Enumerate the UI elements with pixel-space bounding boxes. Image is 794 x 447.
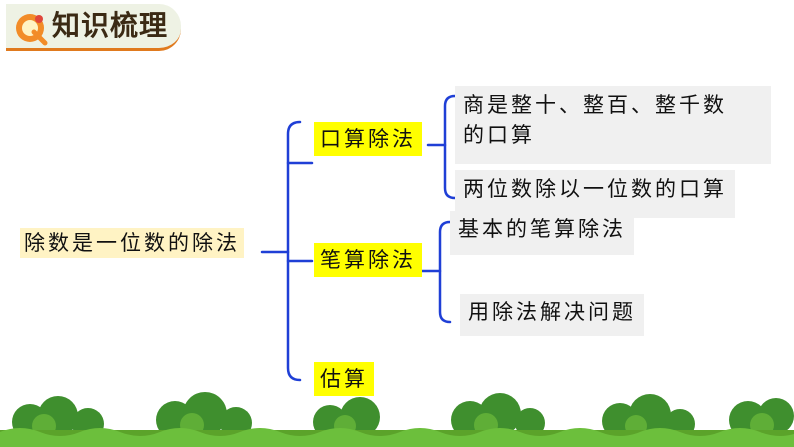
leaf-label-line: 的口算 bbox=[463, 120, 763, 150]
leaf-label: 基本的笔算除法 bbox=[458, 217, 626, 241]
leaf-node: 基本的笔算除法 bbox=[450, 211, 634, 255]
leaf-label: 用除法解决问题 bbox=[468, 300, 636, 324]
branch-label: 估算 bbox=[320, 367, 368, 391]
grass-decoration bbox=[0, 390, 794, 447]
branch-node-written-division: 笔算除法 bbox=[314, 243, 422, 277]
branch-label: 笔算除法 bbox=[320, 248, 416, 272]
leaf-label: 两位数除以一位数的口算 bbox=[463, 177, 727, 201]
branch-node-mental-division: 口算除法 bbox=[314, 122, 422, 156]
leaf-label-line: 商是整十、整百、整千数 bbox=[463, 90, 763, 120]
leaf-node: 用除法解决问题 bbox=[460, 294, 644, 336]
leaf-node: 商是整十、整百、整千数 的口算 bbox=[455, 86, 771, 164]
root-node: 除数是一位数的除法 bbox=[20, 228, 244, 258]
root-node-label: 除数是一位数的除法 bbox=[24, 231, 240, 255]
branch-label: 口算除法 bbox=[320, 127, 416, 151]
